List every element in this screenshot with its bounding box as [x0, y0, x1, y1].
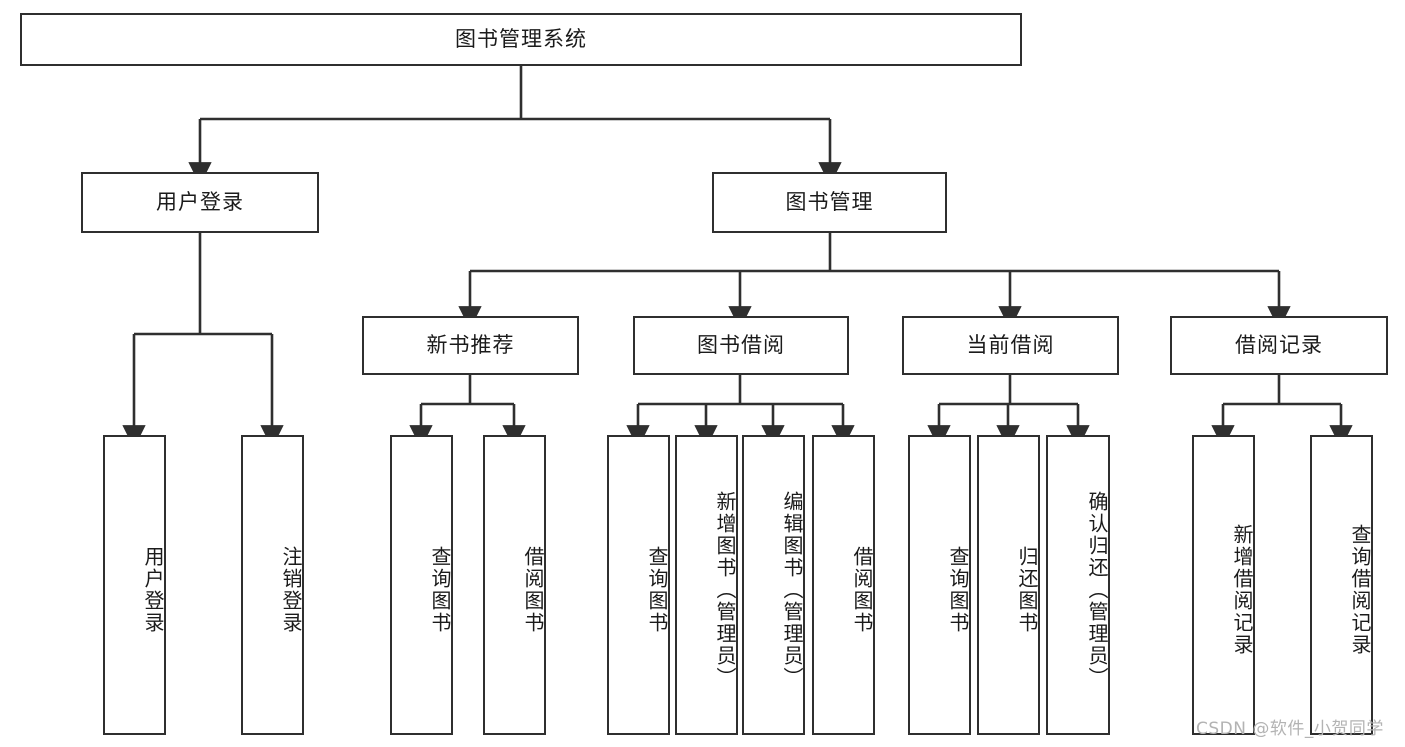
- leaf-borrow-book[interactable]: 借阅图书: [812, 435, 875, 735]
- leaf-return-book-label: 归还图书: [1015, 546, 1039, 634]
- leaf-edit-book-admin-label: 编辑图书（管理员）: [780, 491, 804, 689]
- node-borrow-record[interactable]: 借阅记录: [1170, 316, 1388, 375]
- leaf-user-login-label: 用户登录: [141, 546, 165, 634]
- leaf-query-borrow-record[interactable]: 查询借阅记录: [1310, 435, 1373, 735]
- leaf-logout-login[interactable]: 注销登录: [241, 435, 304, 735]
- leaf-query-book-borrow[interactable]: 查询图书: [607, 435, 670, 735]
- node-book-borrow[interactable]: 图书借阅: [633, 316, 849, 375]
- leaf-query-book-current[interactable]: 查询图书: [908, 435, 971, 735]
- leaf-query-book-recommend-label: 查询图书: [428, 546, 452, 634]
- node-current-borrow[interactable]: 当前借阅: [902, 316, 1119, 375]
- leaf-query-book-current-label: 查询图书: [946, 546, 970, 634]
- leaf-borrow-book-recommend[interactable]: 借阅图书: [483, 435, 546, 735]
- node-borrow-record-label: 借阅记录: [1235, 333, 1323, 358]
- node-new-book-recommend-label: 新书推荐: [426, 333, 515, 358]
- leaf-add-book-admin-label: 新增图书（管理员）: [713, 491, 737, 689]
- leaf-confirm-return-admin[interactable]: 确认归还（管理员）: [1046, 435, 1110, 735]
- leaf-add-borrow-record[interactable]: 新增借阅记录: [1192, 435, 1255, 735]
- node-book-management-label: 图书管理: [785, 190, 874, 215]
- node-book-management[interactable]: 图书管理: [712, 172, 947, 233]
- leaf-confirm-return-admin-label: 确认归还（管理员）: [1085, 491, 1109, 689]
- node-user-login-label: 用户登录: [156, 190, 244, 215]
- leaf-return-book[interactable]: 归还图书: [977, 435, 1040, 735]
- leaf-add-borrow-record-label: 新增借阅记录: [1230, 524, 1254, 656]
- leaf-edit-book-admin[interactable]: 编辑图书（管理员）: [742, 435, 805, 735]
- leaf-query-book-borrow-label: 查询图书: [645, 546, 669, 634]
- node-root-label: 图书管理系统: [455, 27, 587, 52]
- leaf-query-book-recommend[interactable]: 查询图书: [390, 435, 453, 735]
- watermark: CSDN @软件_小贺同学: [1196, 719, 1384, 739]
- leaf-add-book-admin[interactable]: 新增图书（管理员）: [675, 435, 738, 735]
- leaf-query-borrow-record-label: 查询借阅记录: [1348, 524, 1372, 656]
- node-user-login[interactable]: 用户登录: [81, 172, 319, 233]
- node-root[interactable]: 图书管理系统: [20, 13, 1022, 66]
- leaf-borrow-book-label: 借阅图书: [850, 546, 874, 634]
- leaf-user-login[interactable]: 用户登录: [103, 435, 166, 735]
- node-current-borrow-label: 当前借阅: [966, 333, 1055, 358]
- node-book-borrow-label: 图书借阅: [697, 333, 785, 358]
- node-new-book-recommend[interactable]: 新书推荐: [362, 316, 579, 375]
- leaf-logout-login-label: 注销登录: [279, 546, 303, 634]
- leaf-borrow-book-recommend-label: 借阅图书: [521, 546, 545, 634]
